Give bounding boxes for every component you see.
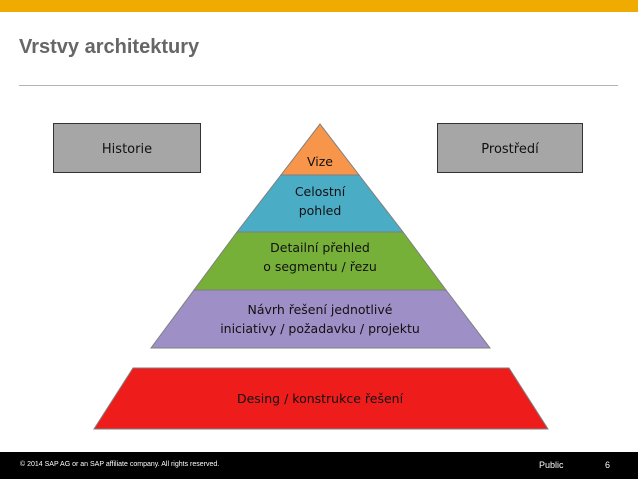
layer-celostni-line-1: Celostní <box>294 184 346 199</box>
layer-navrh <box>150 289 492 349</box>
footer-copyright: © 2014 SAP AG or an SAP affiliate compan… <box>20 461 220 468</box>
slide-title: Vrstvy architektury <box>19 36 200 58</box>
layer-celostni-line-2: pohled <box>298 203 342 218</box>
environment-label: Prostředí <box>481 142 539 157</box>
layer-vize-text: Vize <box>306 154 333 169</box>
top-bar-accent <box>612 0 638 12</box>
top-bar <box>0 0 612 12</box>
layer-base-text: Desing / konstrukce řešení <box>236 391 404 406</box>
layer-detail-line-1: Detailní přehled <box>270 240 370 255</box>
page-number: 6 <box>605 460 611 470</box>
layer-navrh-line-1: Návrh řešení jednotlivé <box>247 302 393 317</box>
layer-base-label: Desing / konstrukce řešení <box>180 389 460 408</box>
footer-classification: Public <box>539 460 564 470</box>
layer-base <box>93 367 549 430</box>
layer-navrh-label: Návrh řešení jednotlivé iniciativy / pož… <box>180 300 460 338</box>
layer-detail-label: Detailní přehled o segmentu / řezu <box>220 238 420 276</box>
layer-vize-label: Vize <box>270 152 370 171</box>
footer-bar: © 2014 SAP AG or an SAP affiliate compan… <box>0 452 638 479</box>
layer-celostni-label: Celostní pohled <box>240 182 400 220</box>
environment-box: Prostředí <box>437 123 583 173</box>
history-box: Historie <box>53 123 201 173</box>
history-label: Historie <box>101 142 153 157</box>
layer-detail-line-2: o segmentu / řezu <box>263 259 377 274</box>
title-divider <box>19 85 618 86</box>
layer-navrh-line-2: iniciativy / požadavku / projektu <box>220 321 420 336</box>
